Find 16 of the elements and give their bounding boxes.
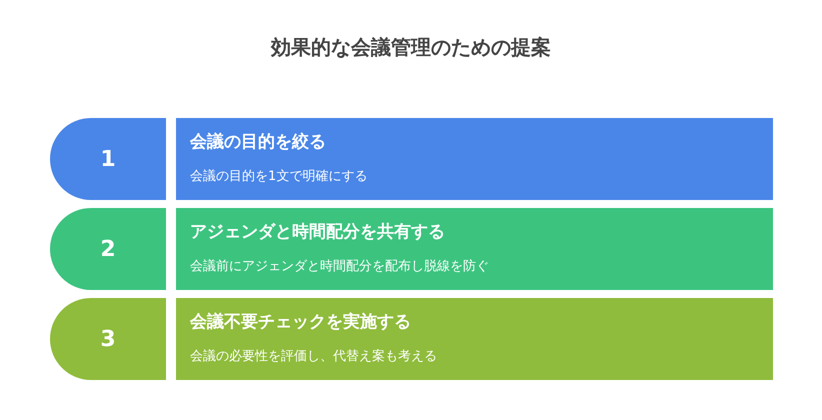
step-number: 1 bbox=[100, 146, 116, 172]
number-tab bbox=[50, 208, 166, 290]
number-tab bbox=[50, 298, 166, 380]
title: 効果的な会議管理のための提案 bbox=[270, 34, 552, 61]
step-heading: 会議の目的を絞る bbox=[190, 131, 327, 153]
number-tab bbox=[50, 118, 166, 200]
step-panel bbox=[176, 298, 773, 380]
step-description: 会議の必要性を評価し、代替え案も考える bbox=[190, 348, 438, 365]
step-heading: 会議不要チェックを実施する bbox=[190, 311, 412, 333]
step-panel bbox=[176, 208, 773, 290]
step-heading: アジェンダと時間配分を共有する bbox=[190, 221, 446, 243]
step-number: 2 bbox=[100, 236, 116, 262]
step-panel bbox=[176, 118, 773, 200]
step-number: 3 bbox=[100, 326, 116, 352]
step-description: 会議の目的を1文で明確にする bbox=[190, 168, 368, 185]
step-description: 会議前にアジェンダと時間配分を配布し脱線を防ぐ bbox=[190, 258, 490, 275]
